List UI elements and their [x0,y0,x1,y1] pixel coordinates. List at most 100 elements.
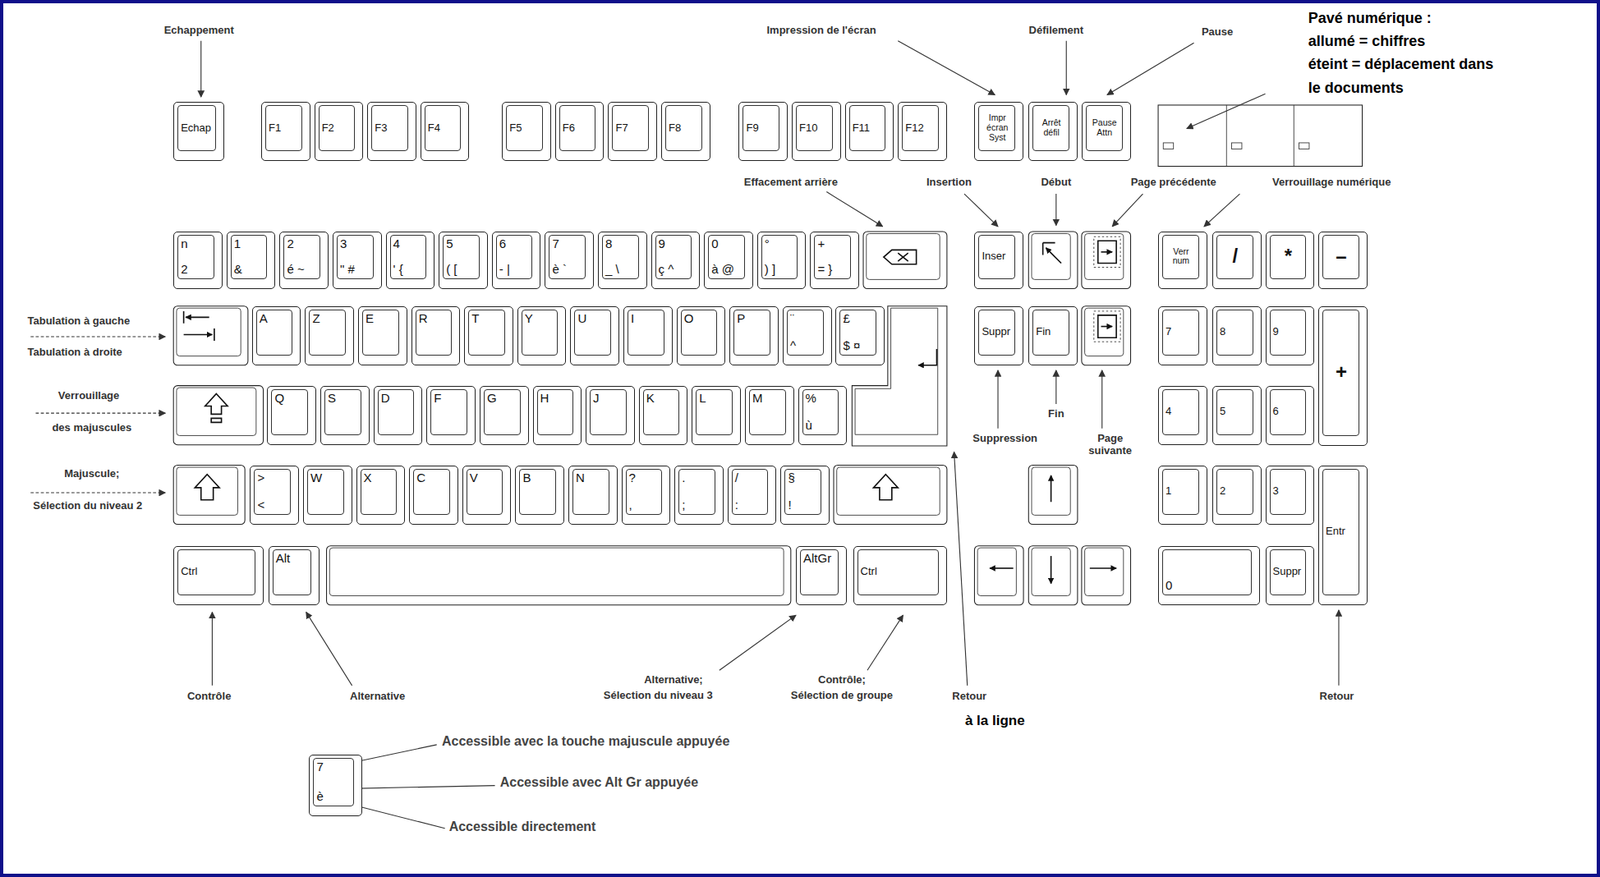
key-label: 4 [393,236,400,252]
annotation-label: Verrouillage [58,390,120,403]
key: J [585,386,635,446]
key: M [744,386,795,446]
key-face [1031,467,1071,515]
key-label: U [577,311,587,327]
key-label: E [365,311,374,327]
key-label: Entr [1325,524,1346,538]
key-label: > [257,470,265,486]
key-label: * [1284,244,1292,269]
key-label: 7 [1165,325,1172,339]
key-face [176,308,241,356]
annotation-label: Suppression [972,432,1038,446]
annotation-label: Accessible avec Alt Gr appuyée [500,775,699,791]
key: F4 [420,101,470,161]
key-label: Suppr [981,325,1011,339]
key-label: X [363,470,373,486]
key-label: à @ [711,262,735,277]
key-label: ^ [790,338,796,354]
key-label: 8 [605,236,612,252]
key: £ $ ¤ [835,306,885,366]
leader-arrow [1101,370,1103,429]
leader-arrow [30,491,166,493]
key-label: Q [274,390,285,406]
key-shape [326,546,791,606]
leader-arrow [997,370,998,429]
key-label: " # [340,262,355,277]
key-label: F6 [562,121,575,135]
key-label: ( [ [445,262,457,277]
key-face [1031,233,1071,280]
home-bar-icon [1043,243,1056,256]
key-label: V [469,470,479,486]
page-down-icon [1098,315,1117,338]
key-label: + [817,236,825,252]
annotation-label: Sélection de groupe [790,689,893,703]
annotation-label: Insertion [926,176,972,189]
key: T [464,306,514,366]
annotation-label: des majuscules [51,422,132,435]
tab-left-icon [183,311,210,324]
key-label: £ [842,311,850,327]
indicator-panel [1158,105,1362,167]
key-label: I [630,311,635,327]
key: 4' { [386,231,436,290]
leader-arrow [867,615,903,671]
key: Fin [1028,306,1078,366]
key-label: F1 [268,121,281,135]
annotation-label: Accessible avec la touche majuscule appu… [441,734,730,750]
key-label: & [234,262,243,277]
key-shape [1081,306,1132,366]
key: 7è [308,754,363,817]
key-label: 6 [1273,404,1279,419]
key: /: [727,465,778,525]
key: .; [674,465,724,525]
key: H [533,386,583,446]
key-label: M [752,390,764,406]
key-label: 7 [316,759,323,775]
annotation-label: Sélection du niveau 2 [32,500,143,513]
key-label: Arrêt défil [1042,118,1062,138]
key-label: W [310,470,322,486]
key: 9ç ^ [651,231,701,290]
key-label: Y [524,311,534,327]
key-label: ) ] [764,262,776,277]
key-face [176,467,239,515]
annotation-label: Page suivante [1088,432,1132,458]
key: X [356,465,406,525]
key: 2 [1212,465,1262,525]
indicator-divider [1226,105,1294,167]
key-label: Alt [275,551,291,566]
key-face [1085,308,1124,356]
key: F7 [607,101,658,161]
key-label: F5 [509,121,522,135]
leader-arrow [35,413,166,414]
key-label: P [736,311,745,327]
key: 9 [1265,306,1315,366]
key-label: G [487,390,497,406]
shift-icon [194,474,220,501]
key: 3 [1265,465,1315,525]
key-face [176,387,257,436]
annotation-label: allumé = chiffres [1308,32,1426,51]
key-label: è ` [551,262,567,277]
key-label: F [433,390,442,406]
key: 1& [226,231,276,290]
leader-arrow [200,41,202,97]
key-label: F12 [905,121,924,135]
annotation-label: Sélection du niveau 3 [603,689,713,703]
key-label: 9 [658,236,666,252]
indicator-led [1299,142,1310,149]
key: 3" # [332,231,382,290]
page-up-inner [1094,236,1121,267]
key: F9 [738,101,788,161]
key: 0à @ [703,231,754,290]
key-label: Impr écran Syst [986,113,1008,143]
key: AltGr [795,546,847,606]
key-label: $ ¤ [842,338,860,354]
annotation-label: Tabulation à droite [27,346,123,359]
key-label: 6 [499,236,506,252]
key: / [1212,231,1262,290]
key-label: , [629,497,633,513]
key: F [426,386,476,446]
key: Impr écran Syst [974,101,1024,161]
